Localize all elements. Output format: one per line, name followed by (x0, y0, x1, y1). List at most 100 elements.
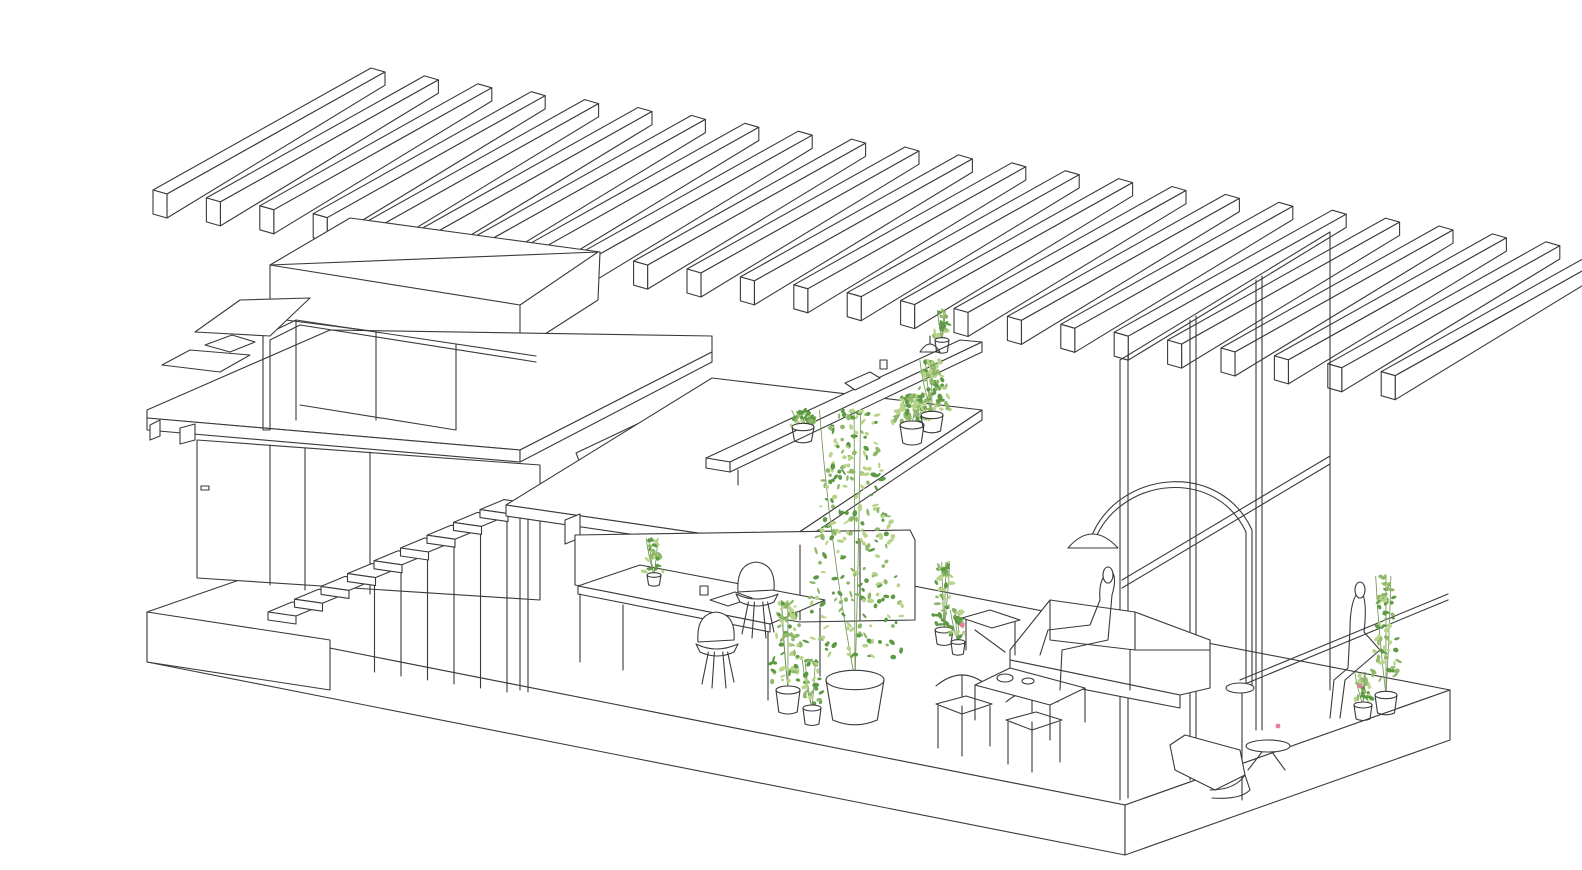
plant-leaf (935, 379, 940, 384)
plant-leaf (849, 590, 853, 598)
plant-leaf (831, 427, 835, 435)
plant-leaf (1357, 678, 1362, 683)
plant-leaf (913, 411, 920, 418)
plant-leaf (1393, 647, 1399, 653)
plant-leaf (1378, 677, 1382, 683)
plant-leaf (908, 395, 914, 403)
plant-leaf (869, 653, 876, 659)
plant-leaf (799, 655, 804, 661)
plant-leaf (787, 624, 792, 629)
plant-leaf (819, 505, 823, 508)
plant-leaf (833, 438, 837, 444)
plant-leaf (788, 669, 792, 677)
sofa (1009, 599, 1211, 709)
plant-leaf (830, 463, 836, 470)
plant-leaf (867, 543, 871, 547)
pot-body (775, 689, 801, 715)
roof-beam-end (1006, 315, 1022, 345)
plant-leaf (856, 491, 861, 496)
plant-leaf (860, 472, 864, 476)
plant-leaf (824, 647, 829, 651)
plant-leaf (937, 612, 943, 619)
plant-leaf (771, 655, 776, 663)
plant-leaf (860, 484, 865, 490)
stair-tread-front (267, 611, 297, 625)
plant-leaf (884, 559, 889, 564)
pot-rim (791, 422, 815, 432)
glazed-facade-frame (1119, 231, 1449, 801)
plant-leaf (644, 556, 650, 563)
plant-leaf (843, 464, 847, 468)
plant-leaf (827, 524, 831, 527)
plant-leaf (873, 441, 879, 445)
pot-rim (1353, 701, 1373, 709)
plant-leaf (849, 469, 856, 474)
plant-leaf (791, 637, 795, 642)
coffee-table (974, 667, 1086, 741)
plant-leaf (944, 620, 950, 627)
roof-beam (205, 75, 439, 227)
plant-leaf (857, 560, 860, 566)
plant-leaf (935, 386, 940, 391)
plant-leaf (961, 630, 966, 635)
plant-leaf (864, 431, 869, 436)
plant-by-chair (767, 599, 809, 715)
plant-leaf (931, 613, 936, 617)
plant-leaf (1357, 673, 1362, 678)
plant-leaf (783, 614, 790, 621)
trailing-plant (912, 358, 952, 434)
plant-leaf (955, 611, 959, 615)
plant-leaf (886, 539, 893, 545)
chair-leg (741, 601, 749, 635)
plant-leaf (1383, 655, 1388, 660)
plant-leaf (819, 527, 825, 533)
plant-leaf (944, 605, 950, 610)
plant-leaf (1393, 661, 1396, 666)
plant-leaf (799, 644, 803, 647)
plant-leaf (943, 582, 948, 589)
plant-leaf (657, 551, 663, 558)
plant-leaf (862, 466, 868, 471)
plant-leaf (790, 643, 795, 647)
plant-leaf (929, 365, 932, 370)
hanging-plant-shelf (890, 393, 932, 446)
plant-leaf (883, 579, 888, 585)
plant-leaf (1379, 637, 1383, 642)
plant-leaf (820, 571, 826, 574)
plant-leaf (784, 600, 789, 605)
plant-leaf (854, 415, 859, 420)
plant-leaf (846, 646, 852, 651)
plant-leaf (824, 497, 829, 501)
plant-leaf (940, 567, 947, 572)
roof-beam (1327, 241, 1561, 393)
plant-leaf (857, 410, 865, 414)
tall-tree-plant (799, 408, 905, 726)
plant-leaf (640, 569, 648, 574)
plant-leaf (1364, 677, 1368, 685)
plant-leaf (828, 454, 832, 458)
plant-leaf (1375, 599, 1381, 604)
plant-leaf (809, 581, 816, 585)
plant-leaf (850, 598, 855, 602)
plant-leaf (852, 510, 858, 517)
plant-leaf (917, 386, 921, 391)
plant-leaf (937, 393, 943, 401)
plant-leaf (782, 632, 788, 638)
plant-leaf (853, 430, 859, 435)
plant-leaf (801, 415, 805, 421)
plant-leaf (650, 548, 656, 554)
plant-leaf (886, 614, 891, 619)
plant-leaf (883, 531, 889, 537)
plant-leaf (835, 528, 841, 534)
plant-leaf (648, 546, 652, 552)
flower (1357, 683, 1363, 689)
plant-leaf (822, 552, 828, 559)
plant-leaf (792, 627, 797, 632)
plant-leaf (941, 587, 947, 592)
plant-leaf (655, 564, 662, 567)
flower (959, 622, 965, 628)
plant-leaf (1384, 635, 1388, 639)
plant-leaf (855, 516, 858, 523)
